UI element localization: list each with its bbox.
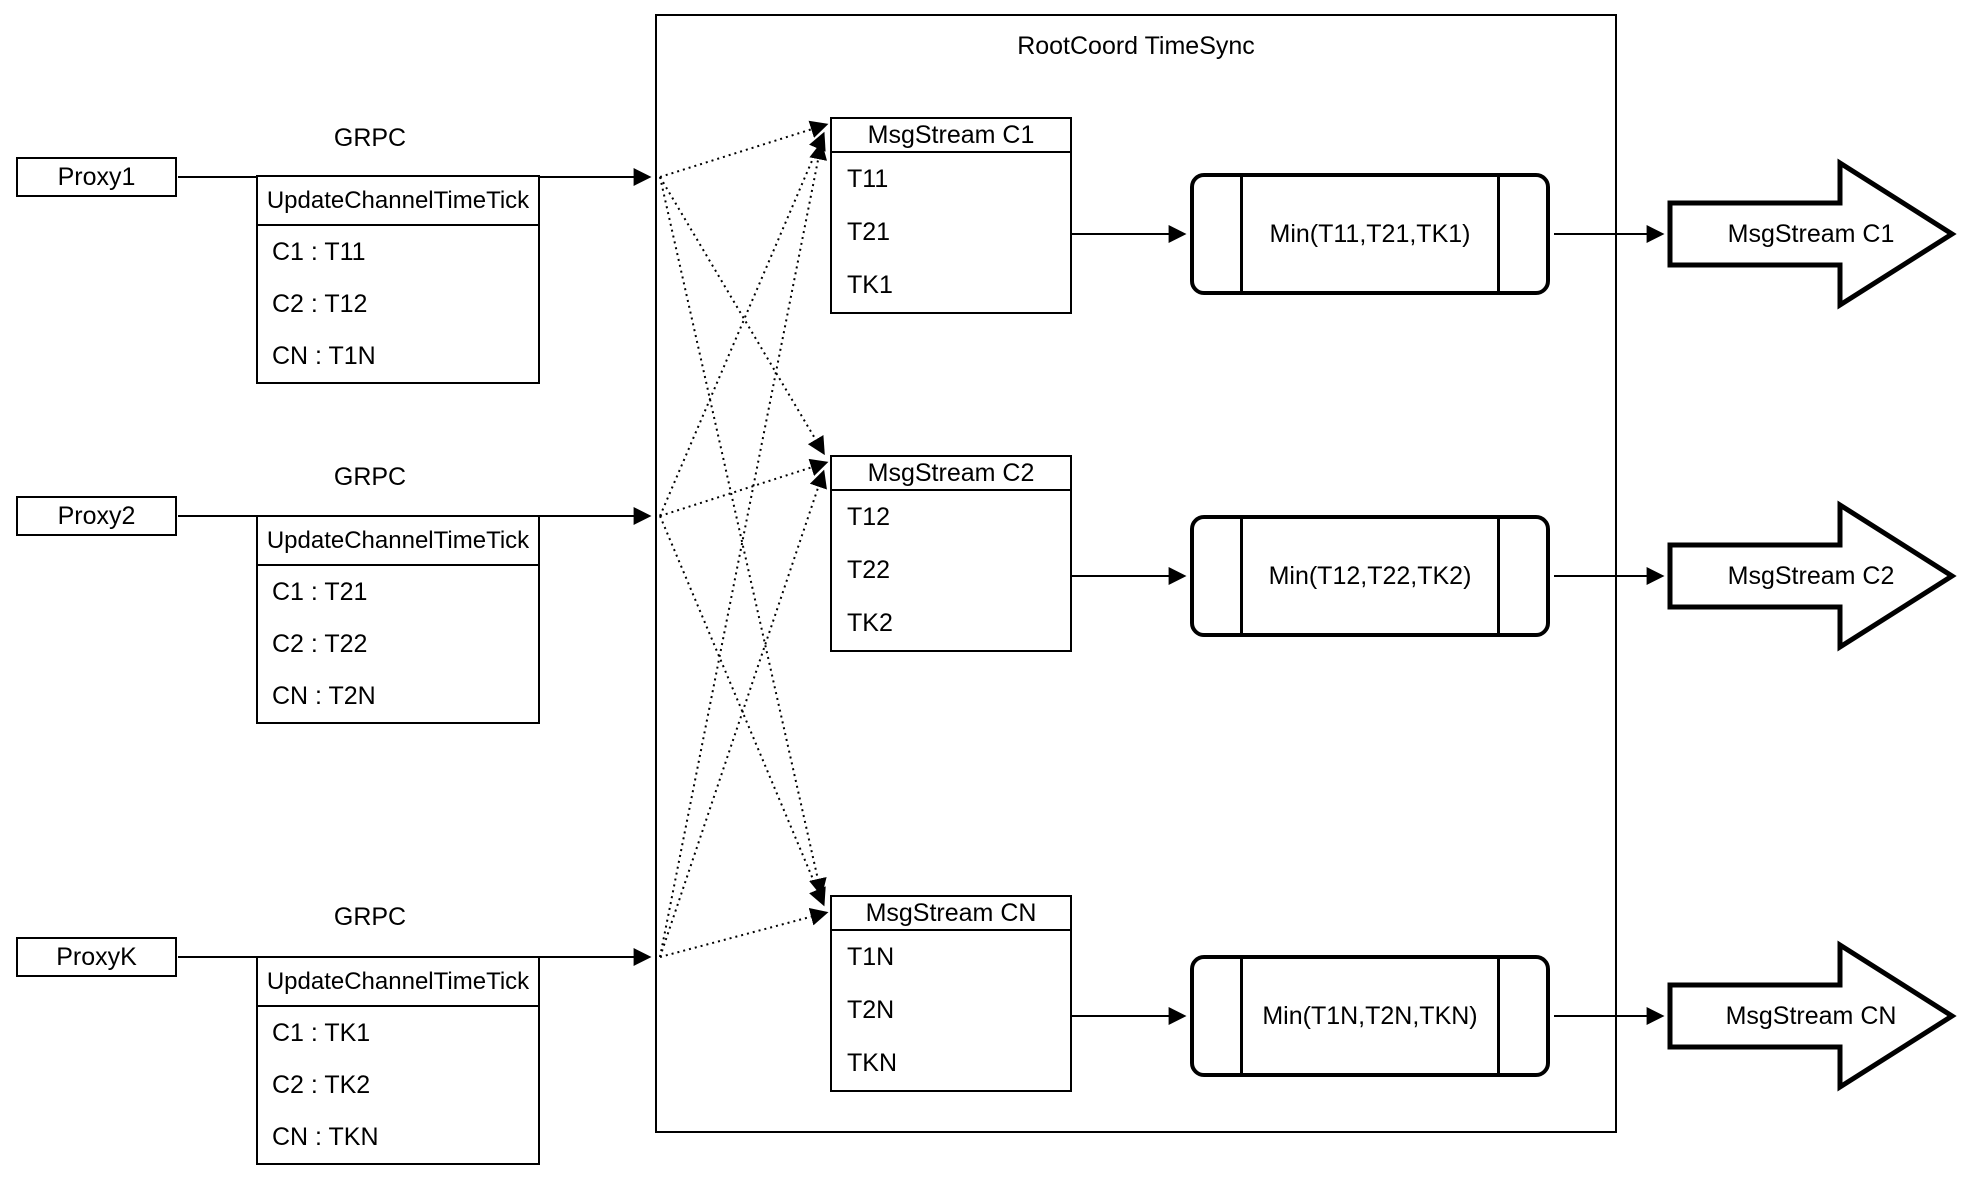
grpc-label-2: GRPC — [333, 463, 407, 491]
grpc-label-1: GRPC — [333, 124, 407, 152]
proxy2-box: Proxy2 — [16, 496, 177, 536]
proxyk-box: ProxyK — [16, 937, 177, 977]
table-row: CN : TKN — [272, 1122, 379, 1151]
msgstream-c2-header: MsgStream C2 — [832, 457, 1070, 491]
msgstream-c1-header: MsgStream C1 — [832, 119, 1070, 153]
table-row: C2 : T22 — [272, 629, 368, 658]
proxy2-timetick-table: UpdateChannelTimeTick C1 : T21 C2 : T22 … — [256, 515, 540, 724]
min-to-output-lines — [1554, 225, 1665, 1025]
min-box-cn: Min(T1N,T2N,TKN) — [1190, 955, 1550, 1077]
divider — [1497, 177, 1500, 291]
table-row: TK1 — [847, 271, 893, 299]
output-arrow-shape-cn — [1667, 940, 1957, 1092]
min-box-c1: Min(T11,T21,TK1) — [1190, 173, 1550, 295]
rootcoord-timesync-box — [655, 14, 1617, 1133]
output-arrow-shapes — [1667, 158, 1957, 1092]
table-row: T2N — [847, 996, 895, 1024]
divider — [1240, 177, 1243, 291]
table-row: T1N — [847, 943, 895, 971]
divider — [1497, 959, 1500, 1073]
divider — [1240, 519, 1243, 633]
proxy2-label: Proxy2 — [57, 501, 136, 530]
table-row: C2 : T12 — [272, 289, 368, 318]
proxyk-timetick-table: UpdateChannelTimeTick C1 : TK1 C2 : TK2 … — [256, 956, 540, 1165]
min-c2-label: Min(T12,T22,TK2) — [1268, 561, 1472, 590]
divider — [1240, 959, 1243, 1073]
proxyk-table-header: UpdateChannelTimeTick — [258, 958, 538, 1007]
dotted-pk-c2 — [659, 469, 827, 958]
table-row: CN : T1N — [272, 341, 376, 370]
min-c1-label: Min(T11,T21,TK1) — [1269, 219, 1471, 248]
dotted-p2-c2 — [659, 458, 829, 517]
output-msgstream-c2-label: MsgStream C2 — [1727, 561, 1895, 590]
grpc-label-3: GRPC — [333, 903, 407, 931]
dotted-pk-cn — [659, 908, 829, 958]
output-msgstream-cn-label: MsgStream CN — [1725, 1001, 1897, 1030]
proxy1-timetick-table: UpdateChannelTimeTick C1 : T11 C2 : T12 … — [256, 175, 540, 384]
rootcoord-timesync-title: RootCoord TimeSync — [1017, 32, 1255, 60]
table-row: T11 — [847, 165, 889, 193]
min-box-c2: Min(T12,T22,TK2) — [1190, 515, 1550, 637]
proxy1-box: Proxy1 — [16, 157, 177, 197]
msgstream-c2-table: MsgStream C2 T12 T22 TK2 — [830, 455, 1072, 652]
min-cn-label: Min(T1N,T2N,TKN) — [1262, 1001, 1478, 1030]
divider — [1497, 519, 1500, 633]
table-row: C2 : TK2 — [272, 1070, 371, 1099]
dotted-p1-c1 — [659, 120, 829, 178]
output-arrow-shape-c2 — [1667, 500, 1957, 652]
proxy1-label: Proxy1 — [57, 162, 136, 191]
proxy1-table-header: UpdateChannelTimeTick — [258, 177, 538, 226]
msgstream-cn-header: MsgStream CN — [832, 897, 1070, 931]
table-row: T22 — [847, 556, 891, 584]
dotted-p1-cn — [659, 176, 827, 897]
table-row: T12 — [847, 503, 891, 531]
output-arrow-shape-c1 — [1667, 158, 1957, 310]
dotted-p2-cn — [659, 515, 826, 907]
table-row: TKN — [847, 1049, 897, 1077]
msgstream-cn-table: MsgStream CN T1N T2N TKN — [830, 895, 1072, 1092]
proxy2-table-header: UpdateChannelTimeTick — [258, 517, 538, 566]
timetick-dotted-lines — [659, 120, 829, 958]
table-row: TK2 — [847, 609, 893, 637]
table-row: T21 — [847, 218, 891, 246]
table-row: CN : T2N — [272, 681, 376, 710]
msgstream-c1-table: MsgStream C1 T11 T21 TK1 — [830, 117, 1072, 314]
table-row: C1 : T11 — [272, 237, 366, 266]
output-msgstream-c1-label: MsgStream C1 — [1727, 219, 1895, 248]
table-row: C1 : TK1 — [272, 1018, 371, 1047]
table-row: C1 : T21 — [272, 577, 368, 606]
table-to-min-lines — [1072, 225, 1187, 1025]
proxyk-label: ProxyK — [56, 942, 137, 971]
